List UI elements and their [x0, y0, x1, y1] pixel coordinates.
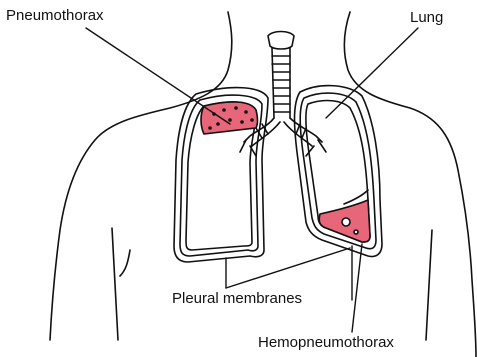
pneumothorax-leader: [86, 28, 230, 124]
lung-label: Lung: [410, 10, 443, 25]
right-lung: [295, 86, 383, 257]
pleural-leader-right: [226, 248, 350, 288]
leader-lines: [86, 28, 418, 332]
left-lung: [174, 88, 268, 262]
hemopneumothorax-leader: [352, 244, 362, 332]
lung-leader: [326, 28, 418, 118]
air-bubble: [342, 218, 350, 226]
pleural-membranes-label: Pleural membranes: [172, 291, 302, 306]
hemopneumothorax-label: Hemopneumothorax: [258, 335, 394, 350]
pneumothorax-label: Pneumothorax: [6, 8, 104, 23]
air-bubble: [354, 230, 358, 234]
